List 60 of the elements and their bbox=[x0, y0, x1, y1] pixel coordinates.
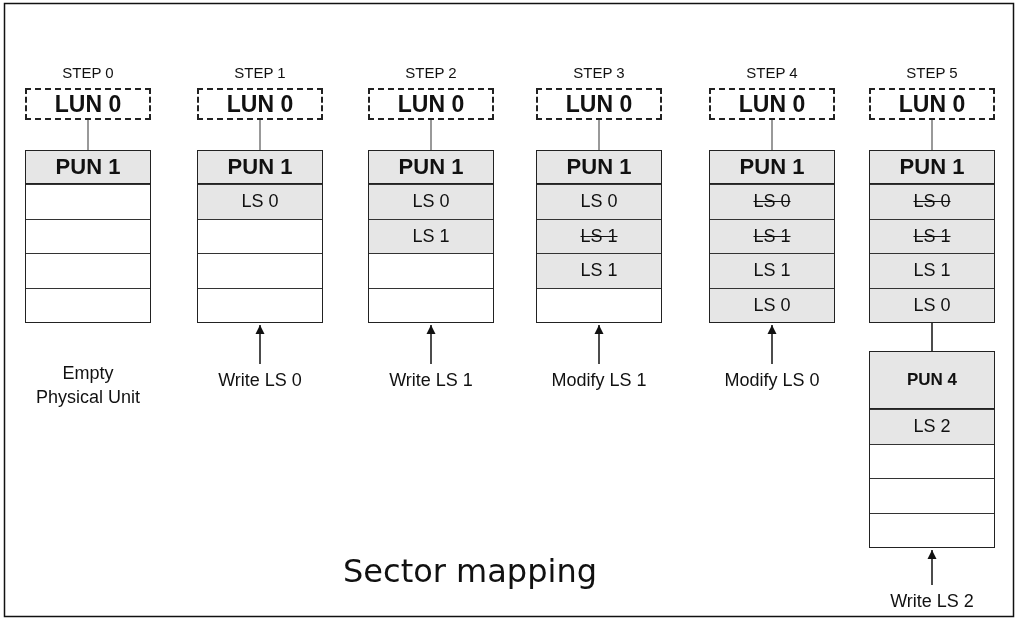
logical-unit-box: LUN 0 bbox=[869, 88, 995, 120]
connector-line bbox=[931, 119, 933, 151]
sector-cell: LS 0 bbox=[870, 184, 994, 219]
sector-cell: LS 0 bbox=[537, 184, 661, 219]
unit-header: PUN 1 bbox=[26, 151, 150, 184]
sector-cell: LS 2 bbox=[870, 409, 994, 444]
logical-unit-box: LUN 0 bbox=[25, 88, 151, 120]
step-label: STEP 0 bbox=[61, 64, 115, 81]
connector-line bbox=[931, 322, 933, 352]
step-label: STEP 4 bbox=[745, 64, 799, 81]
sector-cell: LS 1 bbox=[870, 218, 994, 253]
arrow bbox=[594, 324, 604, 365]
operation-label: Write LS 2 bbox=[849, 589, 1015, 613]
arrow bbox=[927, 549, 937, 586]
unit-header: PUN 1 bbox=[537, 151, 661, 184]
physical-unit-block bbox=[368, 150, 494, 323]
physical-unit-block bbox=[536, 150, 662, 323]
logical-unit-box: LUN 0 bbox=[197, 88, 323, 120]
physical-unit-block bbox=[197, 150, 323, 323]
operation-label: Write LS 1 bbox=[348, 368, 514, 392]
operation-label: Modify LS 1 bbox=[516, 368, 682, 392]
step-label: STEP 2 bbox=[404, 64, 458, 81]
step-label: STEP 5 bbox=[905, 64, 959, 81]
arrow bbox=[426, 324, 436, 365]
operation-label: Modify LS 0 bbox=[689, 368, 855, 392]
logical-unit-box: LUN 0 bbox=[368, 88, 494, 120]
connector-line bbox=[87, 119, 89, 151]
sector-cell: LS 1 bbox=[537, 218, 661, 253]
connector-line bbox=[430, 119, 432, 151]
sector-cell: LS 1 bbox=[369, 218, 493, 253]
sector-cell: LS 0 bbox=[870, 287, 994, 322]
step-label: STEP 1 bbox=[233, 64, 287, 81]
logical-unit-box: LUN 0 bbox=[709, 88, 835, 120]
sector-cell: LS 0 bbox=[710, 287, 834, 322]
connector-line bbox=[771, 119, 773, 151]
sector-cell: LS 0 bbox=[369, 184, 493, 219]
sector-cell: LS 0 bbox=[198, 184, 322, 219]
diagram-title: Sector mapping bbox=[342, 552, 598, 590]
operation-label: Write LS 0 bbox=[177, 368, 343, 392]
arrow bbox=[767, 324, 777, 365]
arrow bbox=[255, 324, 265, 365]
unit-header: PUN 1 bbox=[870, 151, 994, 184]
logical-unit-box: LUN 0 bbox=[536, 88, 662, 120]
physical-unit-block bbox=[869, 150, 995, 323]
physical-unit-block bbox=[25, 150, 151, 323]
sector-cell: LS 0 bbox=[710, 184, 834, 219]
sector-cell: LS 1 bbox=[710, 218, 834, 253]
physical-unit-block bbox=[709, 150, 835, 323]
connector-line bbox=[598, 119, 600, 151]
sector-cell: LS 1 bbox=[870, 253, 994, 288]
physical-unit-block bbox=[869, 351, 995, 548]
unit-header: PUN 1 bbox=[369, 151, 493, 184]
sector-cell: LS 1 bbox=[537, 253, 661, 288]
step-label: STEP 3 bbox=[572, 64, 626, 81]
unit-header: PUN 1 bbox=[710, 151, 834, 184]
sector-cell: LS 1 bbox=[710, 253, 834, 288]
unit-header: PUN 1 bbox=[198, 151, 322, 184]
connector-line bbox=[259, 119, 261, 151]
caption-text: Empty Physical Unit bbox=[34, 362, 141, 409]
unit-header: PUN 4 bbox=[870, 352, 994, 409]
